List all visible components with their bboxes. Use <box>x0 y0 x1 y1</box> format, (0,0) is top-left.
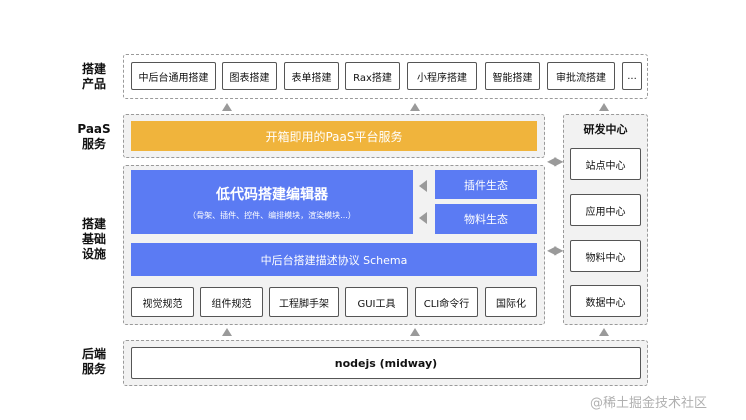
product-item: 中后台通用搭建 <box>131 62 216 90</box>
rd-center-item: 物料中心 <box>570 240 641 272</box>
product-item: 审批流搭建 <box>547 62 615 90</box>
double-arrow-icon: ◀▶ <box>547 154 564 168</box>
product-item: 图表搭建 <box>222 62 277 90</box>
tool-item: 组件规范 <box>200 287 263 317</box>
layer-label-product: 搭建产品 <box>81 62 106 91</box>
tool-item: GUI工具 <box>345 287 408 317</box>
arrow-up-icon <box>222 103 232 111</box>
arrow-up-icon <box>410 328 420 336</box>
product-layer <box>123 54 648 99</box>
double-arrow-icon: ◀▶ <box>547 243 564 257</box>
lowcode-editor-subtitle: （骨架、插件、控件、编排模块，渲染模块...） <box>188 210 356 220</box>
tool-item: CLI命令行 <box>415 287 478 317</box>
rd-center-item: 站点中心 <box>570 148 641 180</box>
tool-item: 工程脚手架 <box>269 287 339 317</box>
schema-protocol-bar: 中后台搭建描述协议 Schema <box>131 243 537 276</box>
arrow-up-icon <box>599 328 609 336</box>
paas-service-bar: 开箱即用的PaaS平台服务 <box>131 121 537 151</box>
arrow-up-icon <box>410 103 420 111</box>
product-item: Rax搭建 <box>345 62 400 90</box>
product-item: ... <box>622 62 642 90</box>
material-ecosystem: 物料生态 <box>435 204 537 234</box>
tool-item: 视觉规范 <box>131 287 194 317</box>
arrow-left-icon <box>419 180 427 192</box>
watermark: @稀土掘金技术社区 <box>590 396 708 411</box>
lowcode-editor: 低代码搭建编辑器 （骨架、插件、控件、编排模块，渲染模块...） <box>131 170 413 234</box>
tool-item: 国际化 <box>485 287 537 317</box>
arrow-up-icon <box>222 328 232 336</box>
layer-label-infra: 搭建基础设施 <box>81 217 106 261</box>
lowcode-editor-title: 低代码搭建编辑器 <box>216 186 328 203</box>
product-item: 小程序搭建 <box>407 62 477 90</box>
rd-center-title: 研发中心 <box>583 123 628 136</box>
product-item: 表单搭建 <box>284 62 339 90</box>
rd-center-item: 数据中心 <box>570 285 641 317</box>
rd-center-item: 应用中心 <box>570 194 641 226</box>
arrow-left-icon <box>419 212 427 224</box>
arrow-up-icon <box>599 103 609 111</box>
product-item: 智能搭建 <box>485 62 540 90</box>
nodejs-service: nodejs (midway) <box>131 347 641 379</box>
layer-label-backend: 后端服务 <box>81 347 106 376</box>
plugin-ecosystem: 插件生态 <box>435 170 537 199</box>
